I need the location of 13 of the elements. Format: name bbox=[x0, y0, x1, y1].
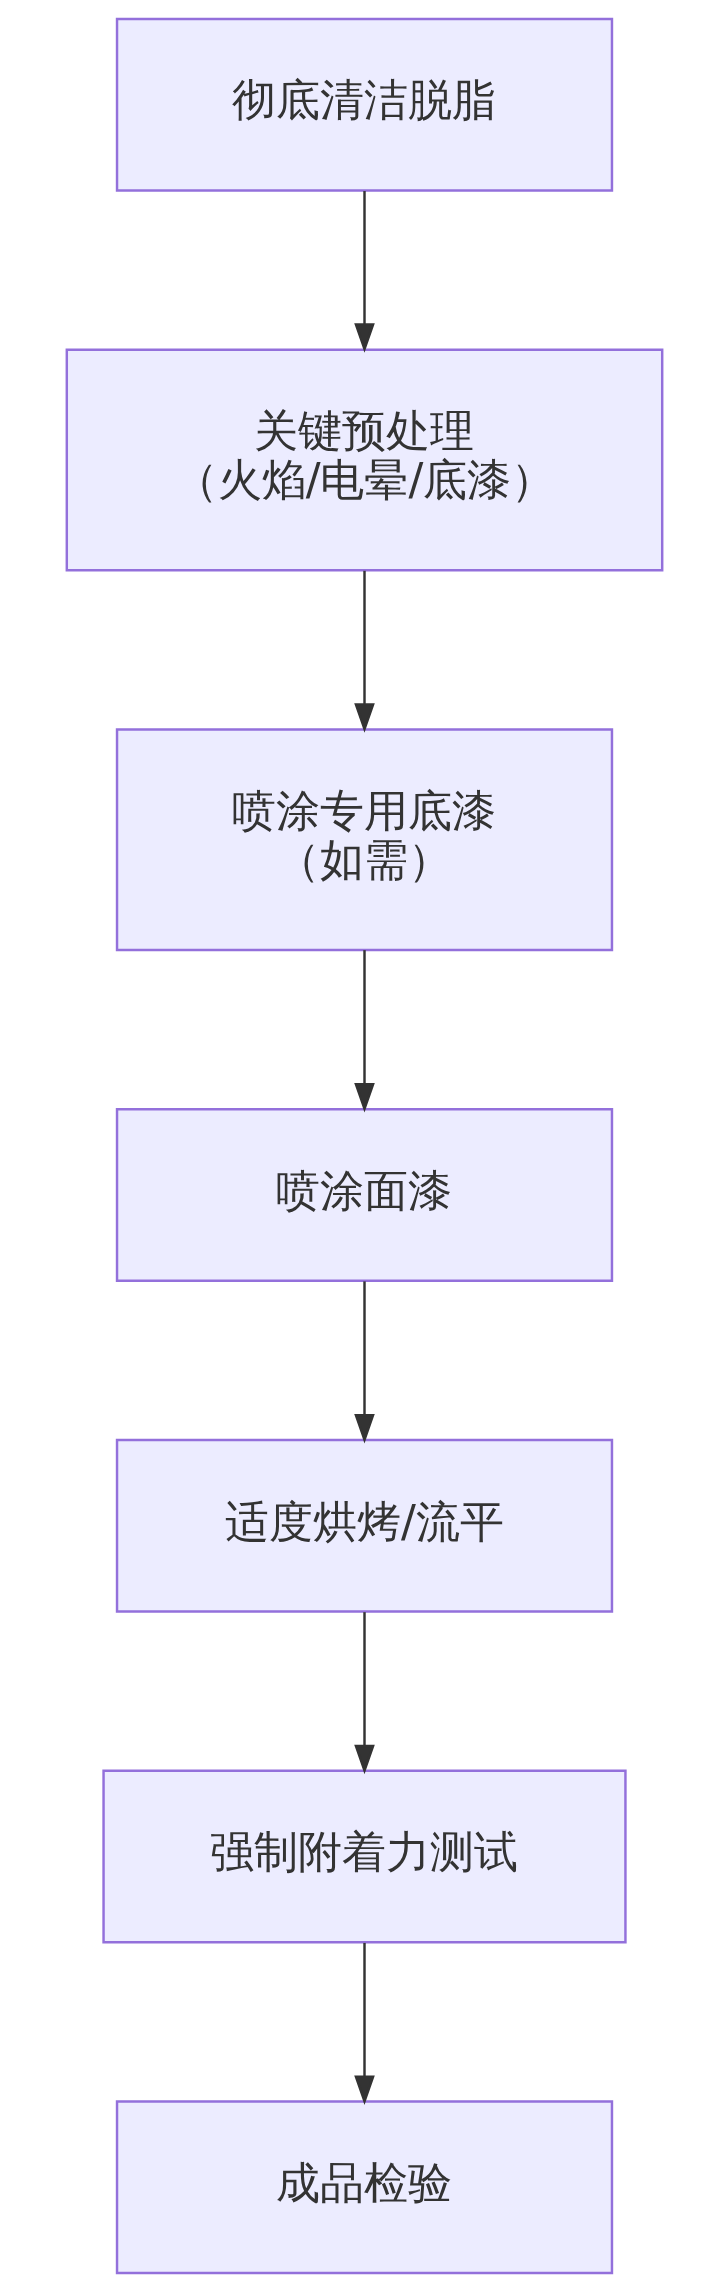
node-box: 喷涂面漆 bbox=[115, 1108, 613, 1282]
arrow bbox=[353, 1281, 375, 1444]
arrow bbox=[353, 570, 375, 733]
node-box: 喷涂专用底漆（如需） bbox=[115, 728, 613, 952]
node-box: 彻底清洁脱脂 bbox=[115, 17, 613, 192]
node-box: 关键预处理（火焰/电晕/底漆） bbox=[65, 348, 663, 572]
arrow bbox=[353, 191, 375, 353]
node-box: 成品检验 bbox=[115, 2100, 613, 2275]
arrow bbox=[353, 950, 375, 1113]
node-box: 强制附着力测试 bbox=[101, 1769, 627, 1944]
arrow bbox=[353, 1612, 375, 1775]
arrow bbox=[353, 1942, 375, 2105]
node-box: 适度烘烤/流平 bbox=[115, 1438, 613, 1613]
